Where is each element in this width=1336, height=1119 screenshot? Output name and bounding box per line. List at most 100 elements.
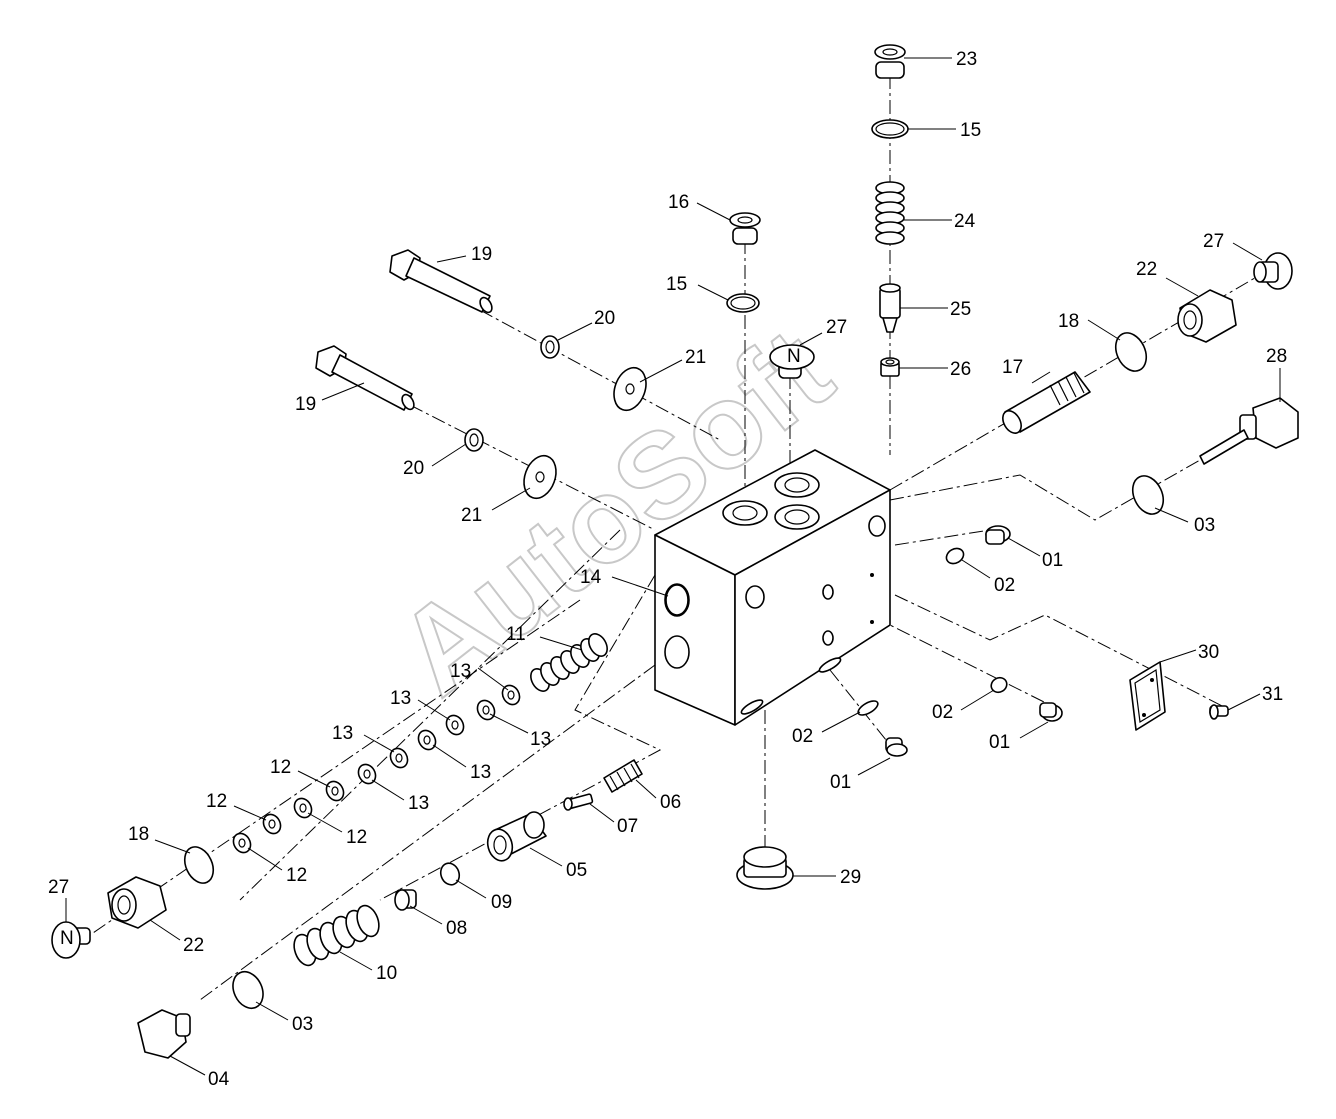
part-26-seat <box>880 357 900 377</box>
label-02-bottom: 02 <box>792 726 813 747</box>
label-05: 05 <box>566 860 587 881</box>
label-11: 11 <box>506 624 526 645</box>
svg-text:N: N <box>787 346 801 367</box>
part-11-spring <box>530 633 608 692</box>
part-10-spring <box>293 904 380 967</box>
label-19-lower: 19 <box>295 394 316 415</box>
label-02-right: 02 <box>994 575 1015 596</box>
part-27-cap-right <box>1253 252 1293 290</box>
part-02-oring-bottom <box>857 700 879 716</box>
label-13-d: 13 <box>530 729 551 750</box>
part-01-plug-right <box>985 525 1011 545</box>
svg-text:N: N <box>60 928 74 949</box>
part-21-disc-upper <box>613 366 647 412</box>
label-14: 14 <box>580 567 602 588</box>
part-02-oring-right <box>945 547 965 565</box>
part-03-oring-left <box>232 970 264 1010</box>
part-01-plug-lower-right <box>1039 702 1063 722</box>
part-27-cap-left: N <box>51 921 91 959</box>
part-23-plug <box>874 44 906 79</box>
part-21-disc-lower <box>523 454 557 500</box>
part-06-spring <box>603 759 643 793</box>
label-27-top: 27 <box>826 317 847 338</box>
label-30: 30 <box>1198 642 1219 663</box>
part-25-poppet <box>879 283 901 333</box>
label-19-upper: 19 <box>471 244 492 265</box>
label-12-a: 12 <box>270 757 291 778</box>
label-13-a: 13 <box>450 661 471 682</box>
label-13-e: 13 <box>470 762 491 783</box>
label-28: 28 <box>1266 346 1287 367</box>
label-21-lower: 21 <box>461 505 482 526</box>
part-22-nut-right <box>1177 289 1237 343</box>
part-27-cap-top: N <box>769 344 815 379</box>
label-27-right: 27 <box>1203 231 1224 252</box>
part-labels: 23 15 24 16 15 27 25 26 19 20 21 19 20 2… <box>48 49 1287 1090</box>
part-03-oring-right <box>1131 475 1165 515</box>
part-22-nut-left <box>107 876 167 929</box>
part-20-washer-upper <box>540 335 560 359</box>
label-20-upper: 20 <box>594 308 615 329</box>
label-21-upper: 21 <box>685 347 706 368</box>
label-06: 06 <box>660 792 681 813</box>
label-12-d: 12 <box>286 865 307 886</box>
label-02-lower-right: 02 <box>932 702 953 723</box>
part-07-pin <box>563 793 594 811</box>
label-23: 23 <box>956 49 977 70</box>
label-01-bottom: 01 <box>830 772 851 793</box>
label-01-lower-right: 01 <box>989 732 1010 753</box>
part-14-oring <box>665 584 689 616</box>
part-16-plug <box>729 212 761 245</box>
label-24: 24 <box>954 211 976 232</box>
washer-stack-12 <box>232 780 345 854</box>
label-12-b: 12 <box>206 791 227 812</box>
label-26: 26 <box>950 359 971 380</box>
part-18-oring-right <box>1114 332 1148 372</box>
label-17: 17 <box>1002 357 1023 378</box>
washer-stack-13 <box>357 684 521 785</box>
part-19-bolt-upper <box>389 249 493 314</box>
part-01-plug-bottom <box>885 737 908 757</box>
part-08-plug <box>394 889 417 911</box>
part-17-spool <box>1002 371 1091 434</box>
part-09-oring <box>439 862 461 886</box>
label-08: 08 <box>446 918 467 939</box>
label-18-left: 18 <box>128 824 149 845</box>
label-20-lower: 20 <box>403 458 424 479</box>
label-03-right: 03 <box>1194 515 1215 536</box>
part-28-sensor <box>1199 397 1299 465</box>
part-02-oring-lower-right <box>990 676 1008 694</box>
label-18-right: 18 <box>1058 311 1079 332</box>
label-10: 10 <box>376 963 397 984</box>
label-13-b: 13 <box>390 688 411 709</box>
valve-block <box>654 449 891 726</box>
part-19-bolt-lower <box>315 345 415 411</box>
part-04-cap <box>137 1009 191 1059</box>
label-12-c: 12 <box>346 827 367 848</box>
label-13-c: 13 <box>332 723 353 744</box>
part-30-plate <box>1129 661 1166 731</box>
label-22-right: 22 <box>1136 259 1157 280</box>
part-20-washer-lower <box>464 428 484 452</box>
label-15-top: 15 <box>960 120 981 141</box>
label-15: 15 <box>666 274 687 295</box>
label-07: 07 <box>617 816 638 837</box>
label-03-left: 03 <box>292 1014 313 1035</box>
label-22-left: 22 <box>183 935 204 956</box>
label-27-left: 27 <box>48 877 69 898</box>
label-25: 25 <box>950 299 971 320</box>
part-29-cap <box>736 846 794 890</box>
part-31-screw <box>1209 704 1229 720</box>
label-13-f: 13 <box>408 793 429 814</box>
label-04: 04 <box>208 1069 230 1090</box>
label-16: 16 <box>668 192 689 213</box>
leader-lines <box>65 57 1281 1076</box>
label-01-right: 01 <box>1042 550 1063 571</box>
part-24-spring <box>875 181 905 245</box>
part-18-oring-left <box>183 846 215 884</box>
label-29: 29 <box>840 867 861 888</box>
label-09: 09 <box>491 892 512 913</box>
label-31: 31 <box>1262 684 1283 705</box>
